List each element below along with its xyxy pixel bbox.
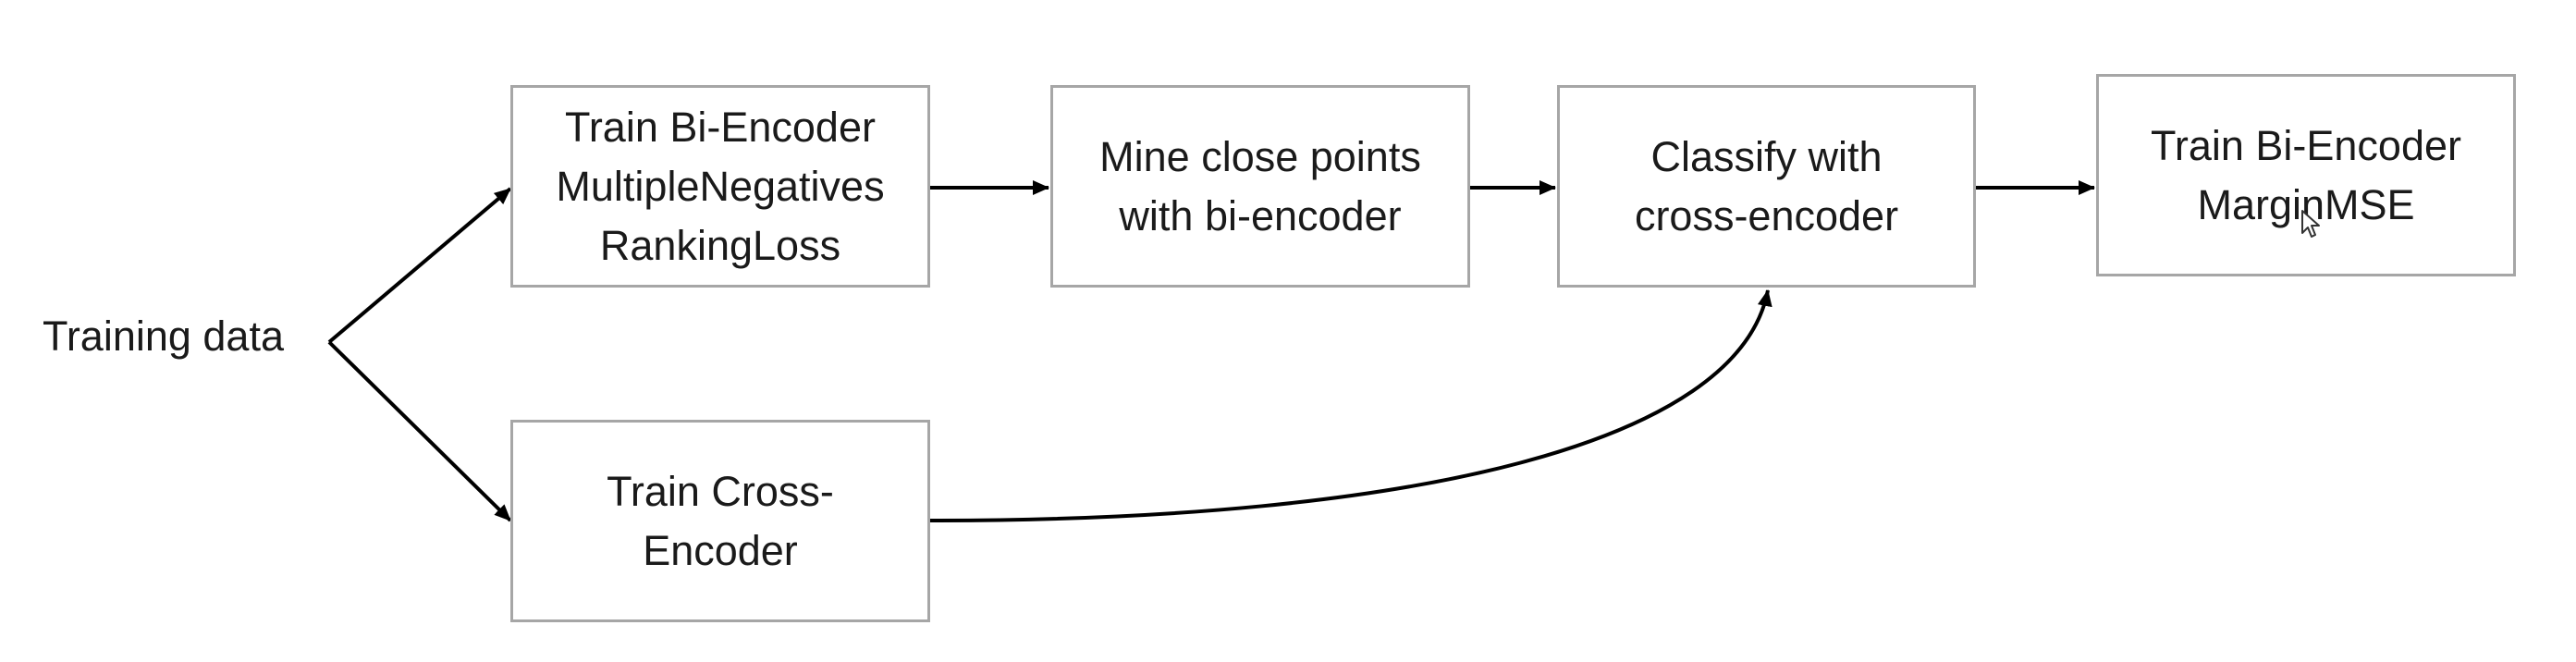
node-label-line: Train Bi-Encoder	[565, 103, 876, 151]
node-label-line: MultipleNegatives	[556, 162, 885, 210]
mouse-pointer-icon	[2301, 210, 2320, 238]
node-label-line: with bi-encoder	[1119, 191, 1402, 239]
edge-training-data-to-cross-encoder	[327, 340, 512, 522]
node-label-line: cross-encoder	[1634, 191, 1899, 239]
classify-cross-encoder-box: Classify with cross-encoder	[1557, 85, 1976, 288]
node-label-line: Mine close points	[1099, 132, 1421, 180]
train-bi-encoder-marginmse-box: Train Bi-Encoder MarginMSE	[2096, 74, 2516, 276]
edge-training-data-to-bi-encoder	[327, 187, 512, 344]
node-label-line: Classify with	[1650, 132, 1883, 180]
mine-close-points-box: Mine close points with bi-encoder	[1050, 85, 1470, 288]
node-label-line: Train Cross-	[607, 467, 834, 515]
node-label-line: Encoder	[643, 526, 798, 574]
edge-cross-encoder-to-classify	[929, 289, 1773, 522]
train-cross-encoder-box: Train Cross- Encoder	[510, 420, 930, 622]
training-data-label: Training data	[43, 313, 284, 360]
train-bi-encoder-mnrl-box: Train Bi-Encoder MultipleNegatives Ranki…	[510, 85, 930, 288]
node-label-line: Train Bi-Encoder	[2151, 121, 2461, 169]
node-label-line: RankingLoss	[599, 221, 841, 269]
